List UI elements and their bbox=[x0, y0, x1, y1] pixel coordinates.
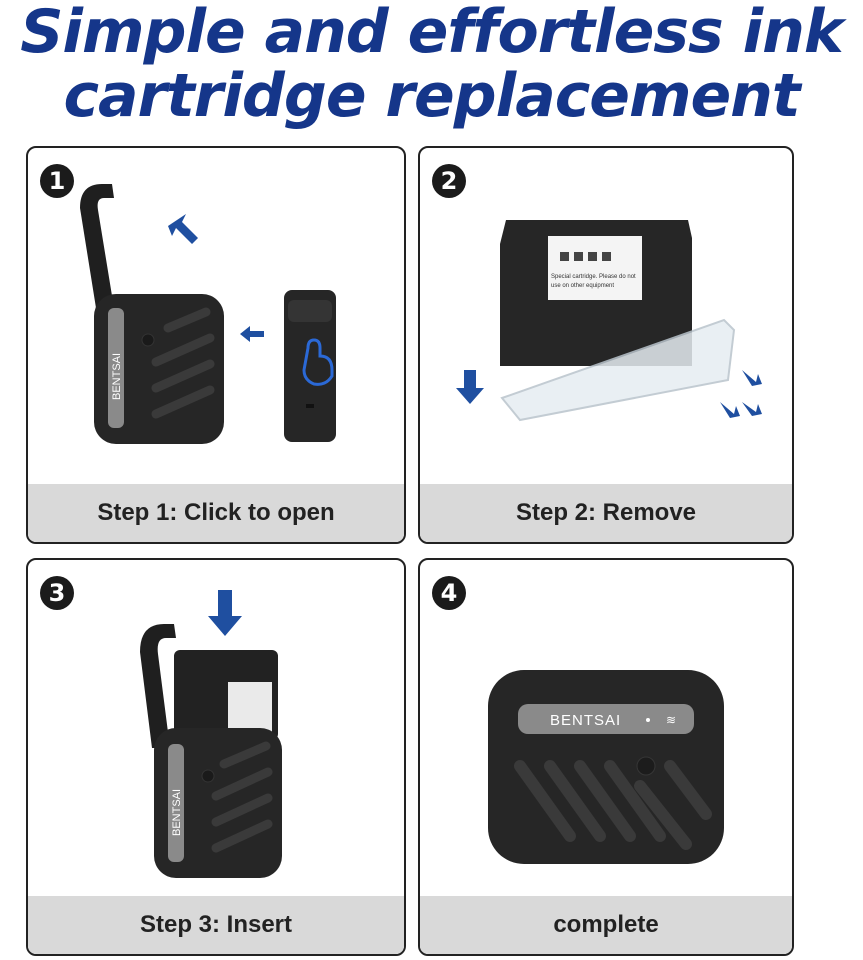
step-3-illustration: BENTSAI bbox=[140, 590, 282, 878]
arrow-down-icon bbox=[456, 370, 484, 404]
step-1-illustration: BENTSAI bbox=[80, 184, 336, 444]
step-2-panel: 2 Special cartridge. Please do not use o… bbox=[418, 146, 794, 544]
step-4-panel: 4 BENTSAI ≋ complete bbox=[418, 558, 794, 956]
step-1-panel: 1 BENTSAI Step 1: Click to open bbox=[26, 146, 406, 544]
cartridge-label bbox=[548, 236, 642, 300]
step-1-caption: Step 1: Click to open bbox=[28, 484, 404, 542]
label-text-1: Special cartridge. Please do not bbox=[551, 274, 636, 280]
arrow-down-icon bbox=[208, 590, 242, 636]
headline-line-2: cartridge replacement bbox=[63, 61, 800, 131]
arrow-up-left-icon bbox=[168, 214, 198, 244]
arrow-out-icons bbox=[720, 370, 762, 418]
printer-body bbox=[154, 728, 282, 878]
power-button bbox=[636, 756, 656, 776]
status-dot bbox=[646, 718, 650, 722]
brand-text-4: BENTSAI bbox=[550, 712, 621, 729]
printer-side bbox=[284, 290, 336, 442]
brand-text-1: BENTSAI bbox=[111, 353, 123, 400]
grip-ridges bbox=[514, 760, 712, 850]
brand-plate bbox=[518, 704, 694, 734]
arrow-left-icon bbox=[240, 326, 264, 342]
cartridge-label bbox=[228, 682, 272, 734]
power-button bbox=[201, 769, 215, 783]
headline-line-1: Simple and effortless ink bbox=[20, 0, 844, 67]
step-2-caption: Step 2: Remove bbox=[420, 484, 792, 542]
clear-cap bbox=[500, 318, 736, 422]
lid-open bbox=[80, 184, 114, 308]
pointing-finger-icon bbox=[302, 338, 334, 386]
step-4-caption: complete bbox=[420, 896, 792, 954]
step-3-panel: 3 BENTSAI Step 3: Insert bbox=[26, 558, 406, 956]
step-4-illustration: BENTSAI ≋ bbox=[488, 670, 724, 864]
wifi-icon: ≋ bbox=[666, 713, 676, 727]
headline: Simple and effortless ink cartridge repl… bbox=[0, 0, 863, 128]
brand-plate bbox=[168, 744, 184, 862]
label-text-2: use on other equipment bbox=[551, 283, 614, 289]
brand-plate bbox=[108, 308, 124, 428]
step-3-badge: 3 bbox=[40, 576, 74, 610]
label-icons bbox=[560, 252, 611, 261]
step-1-badge: 1 bbox=[40, 164, 74, 198]
lid-open bbox=[140, 624, 176, 748]
printer-body bbox=[94, 294, 224, 444]
power-button bbox=[141, 333, 155, 347]
step-2-illustration: Special cartridge. Please do not use on … bbox=[456, 220, 762, 422]
grip-ridges bbox=[151, 307, 215, 419]
grip-ridges bbox=[211, 741, 273, 853]
brand-text-3: BENTSAI bbox=[171, 789, 183, 836]
step-2-badge: 2 bbox=[432, 164, 466, 198]
step-3-caption: Step 3: Insert bbox=[28, 896, 404, 954]
step-4-badge: 4 bbox=[432, 576, 466, 610]
